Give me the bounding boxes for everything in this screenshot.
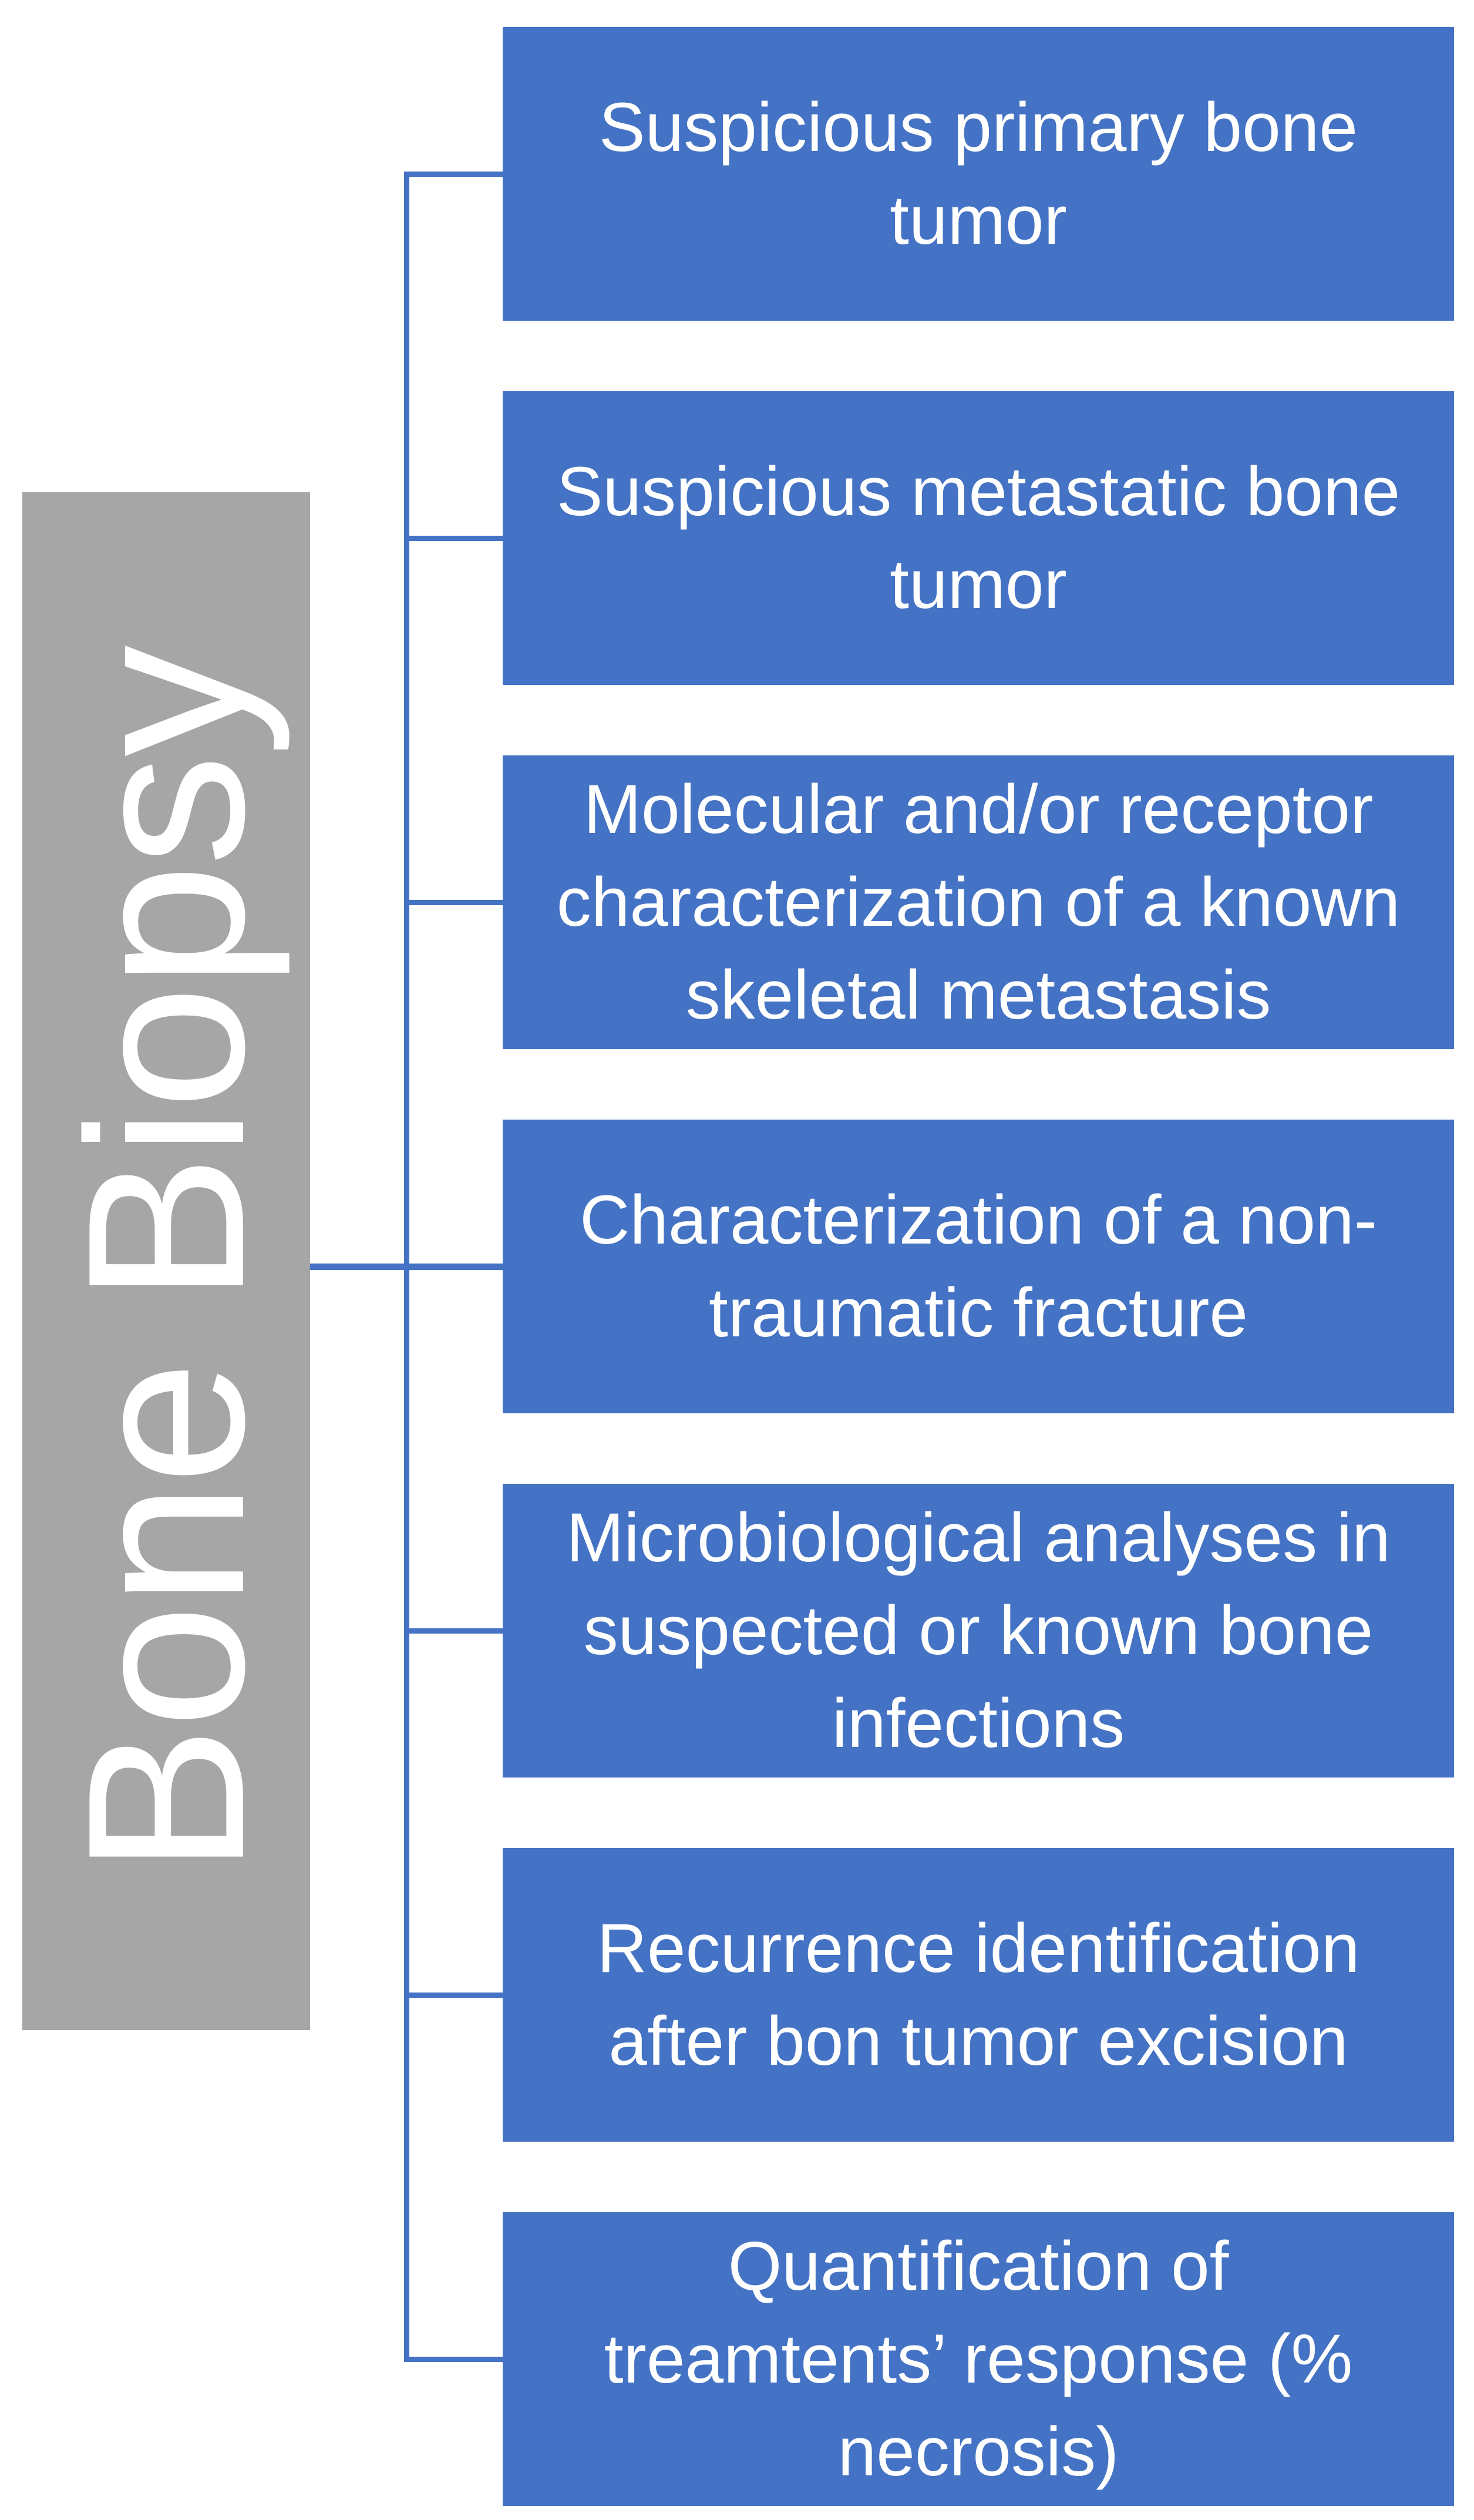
indication-box-non-traumatic-fracture: Characterization of a non- traumatic fra… <box>503 1120 1454 1413</box>
indication-label: Quantification of treamtents’ response (… <box>604 2227 1353 2491</box>
indication-box-treatment-response: Quantification of treamtents’ response (… <box>503 2212 1454 2506</box>
indication-label: Suspicious metastatic bone tumor <box>556 452 1401 623</box>
connector-stub-1 <box>404 172 503 177</box>
indication-label: Suspicious primary bone tumor <box>598 88 1358 259</box>
indication-label: Characterization of a non- traumatic fra… <box>580 1181 1377 1352</box>
connector-stub-6 <box>404 1993 503 1998</box>
indication-box-suspicious-primary-tumor: Suspicious primary bone tumor <box>503 27 1454 321</box>
indication-box-microbiological-analyses: Microbiological analyses in suspected or… <box>503 1484 1454 1778</box>
connector-stub-7 <box>404 2357 503 2362</box>
connector-stub-5 <box>404 1628 503 1634</box>
root-node-label: Bone Biopsy <box>41 647 291 1875</box>
indication-label: Recurrence identification after bon tumo… <box>597 1909 1360 2080</box>
indication-label: Molecular and/or receptor characterizati… <box>556 770 1401 1034</box>
indication-box-molecular-characterization: Molecular and/or receptor characterizati… <box>503 755 1454 1049</box>
connector-stub-2 <box>404 536 503 541</box>
indication-label: Microbiological analyses in suspected or… <box>566 1498 1391 1763</box>
root-node-bone-biopsy: Bone Biopsy <box>22 492 310 2030</box>
connector-root-to-trunk <box>310 1264 503 1270</box>
connector-stub-3 <box>404 900 503 905</box>
indication-box-recurrence-identification: Recurrence identification after bon tumo… <box>503 1848 1454 2142</box>
indication-box-suspicious-metastatic-tumor: Suspicious metastatic bone tumor <box>503 391 1454 685</box>
